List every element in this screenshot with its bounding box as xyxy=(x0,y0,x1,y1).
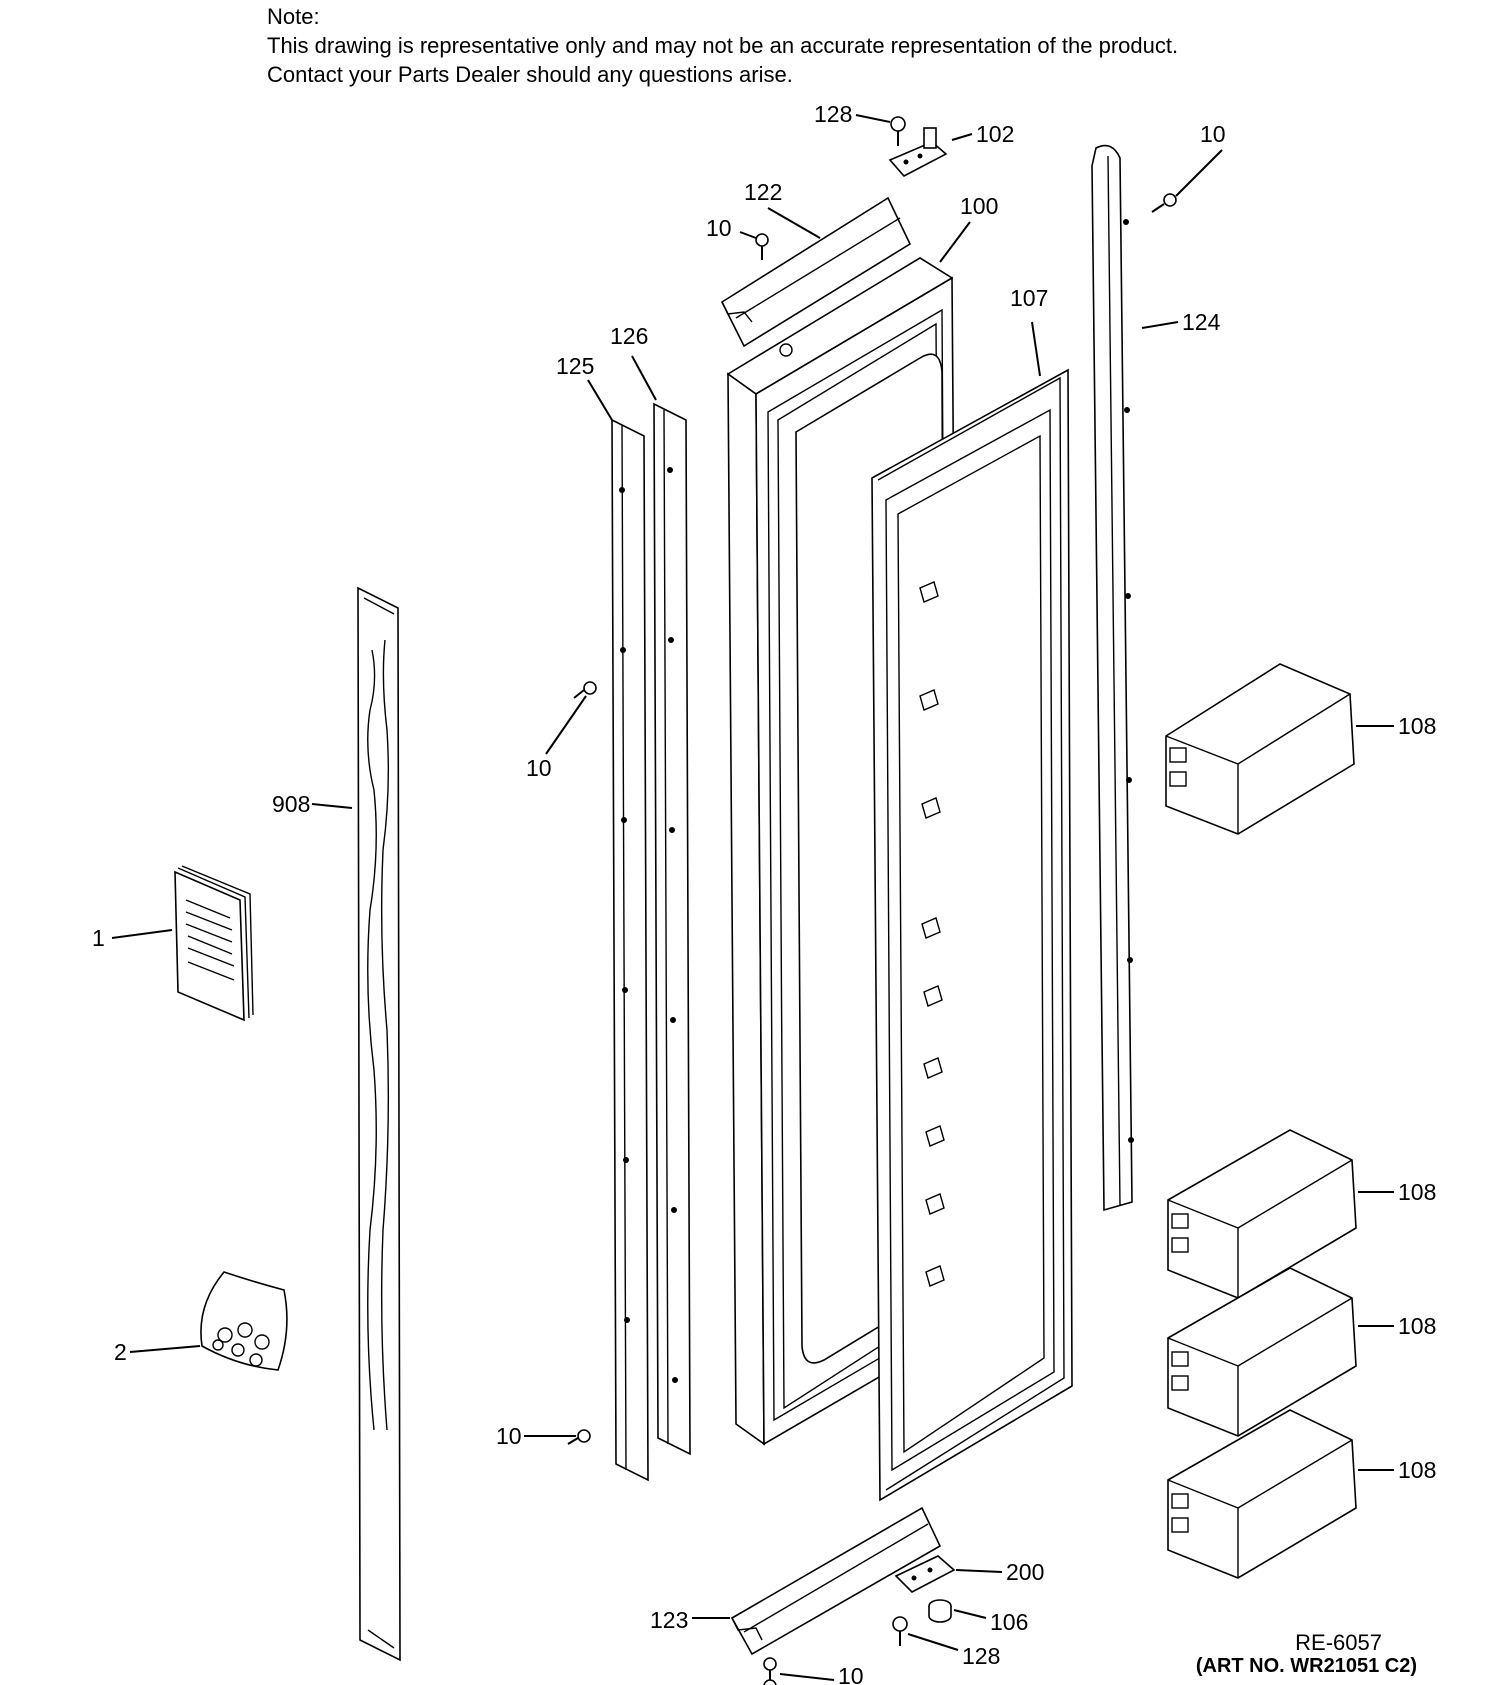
callout-10-bottom: 10 xyxy=(838,1663,864,1685)
leader-lines xyxy=(111,114,1394,1681)
callout-10-top-right: 10 xyxy=(1200,121,1226,147)
callout-108-a: 108 xyxy=(1398,713,1436,739)
bin-108-d xyxy=(1167,1409,1357,1579)
note-line-1: This drawing is representative only and … xyxy=(267,33,1179,58)
screw-10-bottom xyxy=(763,1657,777,1685)
liner-107 xyxy=(871,368,1073,1502)
callout-908: 908 xyxy=(272,791,310,817)
callout-107: 107 xyxy=(1010,285,1048,311)
callout-108-d: 108 xyxy=(1398,1457,1436,1483)
callout-124: 124 xyxy=(1182,309,1221,335)
manual-1 xyxy=(174,865,254,1022)
screw-10-top xyxy=(755,233,769,260)
disclaimer-note: Note: This drawing is representative onl… xyxy=(267,2,1178,89)
note-line-2: Contact your Parts Dealer should any que… xyxy=(267,62,793,87)
callout-108-b: 108 xyxy=(1398,1179,1436,1205)
callout-10-top: 10 xyxy=(706,215,732,241)
callout-106: 106 xyxy=(990,1609,1028,1635)
callout-10-low: 10 xyxy=(496,1423,522,1449)
screws xyxy=(567,116,1177,1685)
screw-10-mid xyxy=(573,681,597,699)
top-cap-122 xyxy=(720,196,912,348)
callout-128-bottom: 128 xyxy=(962,1643,1000,1669)
bin-108-b xyxy=(1167,1129,1357,1299)
trim-125 xyxy=(611,418,649,1482)
callout-125: 125 xyxy=(556,353,594,379)
callout-128-top: 128 xyxy=(814,101,852,127)
reference-number: RE-6057 xyxy=(1295,1630,1382,1655)
callout-122: 122 xyxy=(744,179,782,205)
callout-2: 2 xyxy=(114,1339,127,1365)
callout-1: 1 xyxy=(92,925,105,951)
hinge-102 xyxy=(888,127,948,178)
trim-124 xyxy=(1091,144,1134,1212)
callout-108-c: 108 xyxy=(1398,1313,1436,1339)
bin-108-a xyxy=(1165,663,1355,835)
callout-102: 102 xyxy=(976,121,1014,147)
hardware-bag-2 xyxy=(200,1271,288,1371)
screw-128-top xyxy=(890,116,906,146)
hinge-200 xyxy=(894,1555,956,1593)
gasket-908 xyxy=(357,586,401,1662)
art-number: (ART NO. WR21051 C2) xyxy=(1195,1655,1417,1677)
screw-10-top-right xyxy=(1151,193,1177,213)
callout-10-mid: 10 xyxy=(526,755,552,781)
note-heading: Note: xyxy=(267,4,320,29)
bin-108-c xyxy=(1167,1267,1357,1437)
screw-128-bottom xyxy=(892,1616,908,1646)
bushing-106 xyxy=(928,1599,952,1623)
callout-200: 200 xyxy=(1006,1559,1044,1585)
callout-126: 126 xyxy=(610,323,648,349)
trim-126 xyxy=(653,402,691,1456)
bottom-cap-123 xyxy=(730,1506,942,1656)
callout-123: 123 xyxy=(650,1607,688,1633)
callout-100: 100 xyxy=(960,193,998,219)
screw-10-low xyxy=(567,1429,591,1445)
